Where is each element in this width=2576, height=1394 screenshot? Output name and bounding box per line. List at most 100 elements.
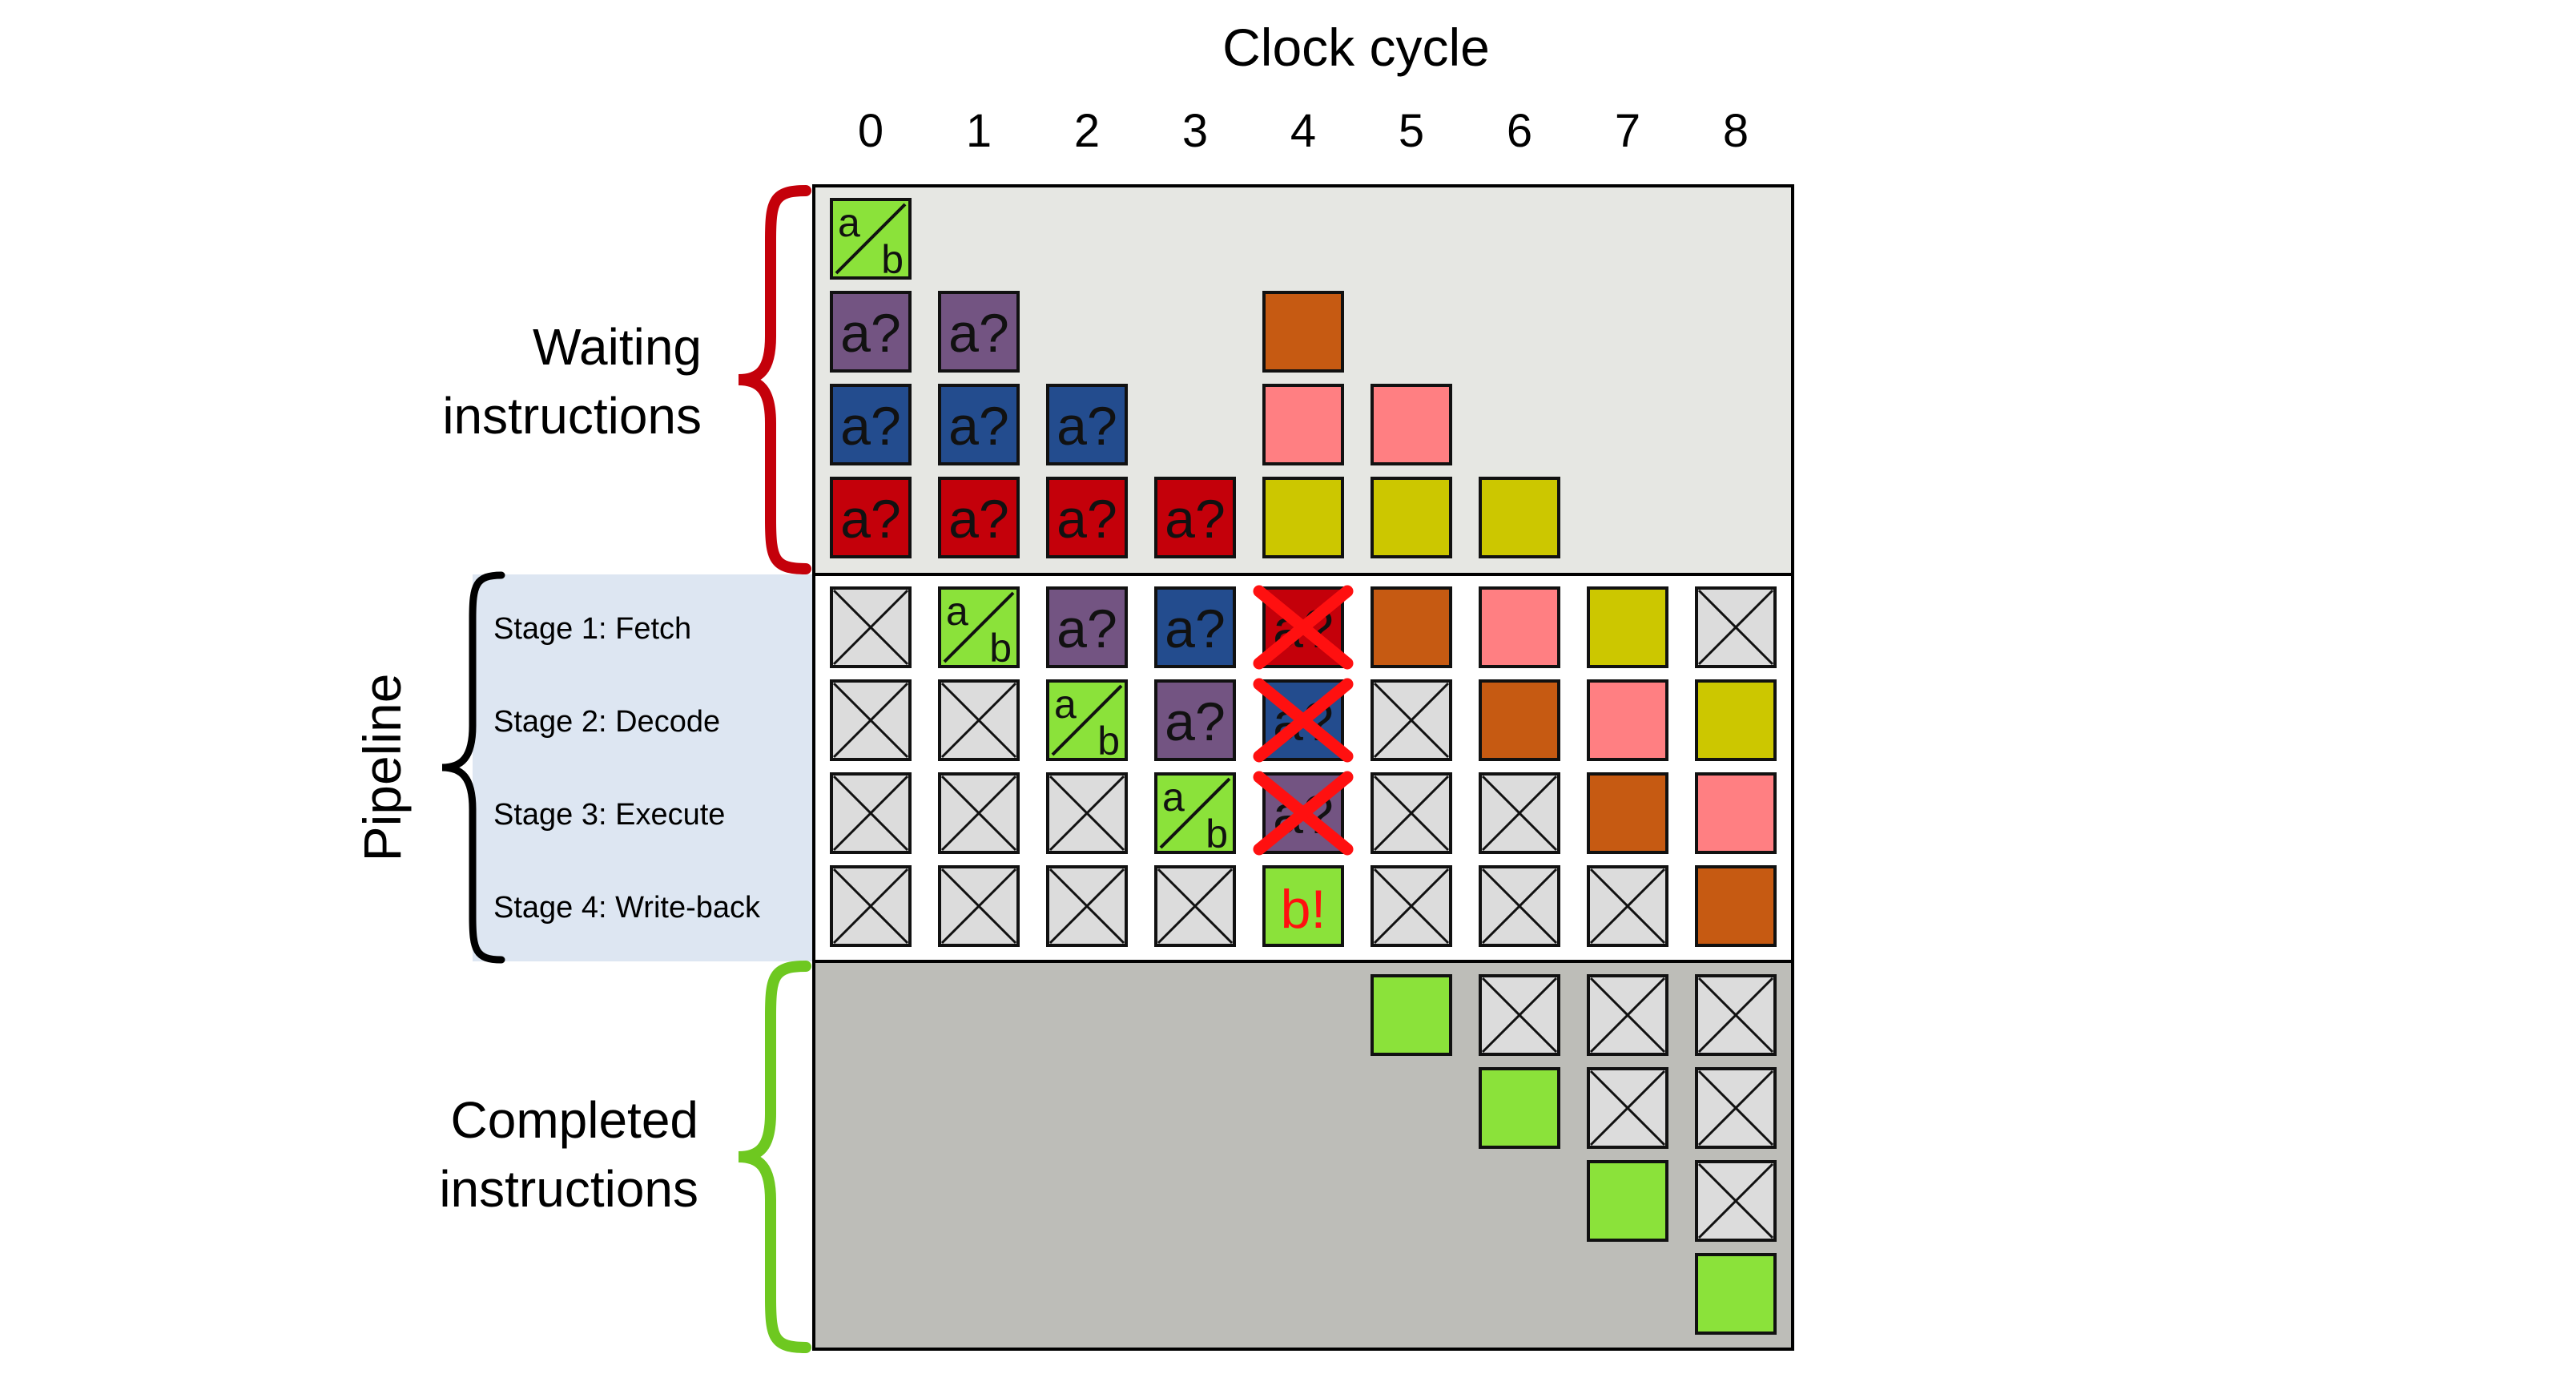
- instruction-cell: [1587, 586, 1668, 668]
- waiting-label-line2: instructions: [442, 387, 702, 445]
- cycle-number: 8: [1723, 105, 1749, 157]
- cell-box: [1695, 679, 1777, 761]
- empty-slot-mark: [1697, 589, 1774, 666]
- instruction-cell: [1695, 1067, 1777, 1149]
- instruction-cell: ab: [830, 198, 912, 282]
- cell-box: [1371, 586, 1452, 668]
- cell-text: a?: [1057, 489, 1117, 550]
- instruction-cell: [1046, 772, 1128, 854]
- cell-box: [1479, 586, 1560, 668]
- empty-slot-mark: [1481, 775, 1558, 852]
- instruction-cell: [1371, 865, 1452, 947]
- empty-slot-mark: [832, 589, 909, 666]
- empty-slot-mark: [832, 682, 909, 759]
- cell-box: [830, 384, 912, 465]
- empty-slot-mark: [1589, 868, 1666, 945]
- branch-label-b: b: [1205, 812, 1228, 856]
- instruction-cell: [1371, 477, 1452, 558]
- branch-label-a: a: [946, 589, 968, 634]
- cell-box: [1479, 679, 1560, 761]
- instruction-cell: ab: [1046, 679, 1128, 763]
- cell-box: [1371, 384, 1452, 465]
- cell-box: [1046, 477, 1128, 558]
- instruction-cell: a?: [1046, 586, 1128, 668]
- cell-box: [1371, 974, 1452, 1056]
- cell-box: [1587, 586, 1668, 668]
- pipeline-stage-panel: [473, 574, 814, 961]
- cell-text: a?: [948, 489, 1009, 550]
- empty-slot-mark: [1481, 977, 1558, 1054]
- instruction-cell: [1479, 865, 1560, 947]
- empty-slot-mark: [940, 868, 1017, 945]
- empty-slot-mark: [1049, 775, 1125, 852]
- instruction-cell: a?: [1046, 477, 1128, 558]
- branch-label-a: a: [1054, 682, 1077, 727]
- instruction-cell: [1479, 679, 1560, 761]
- instruction-cell: [1587, 772, 1668, 854]
- cell-box: [830, 291, 912, 373]
- instruction-cell: [1371, 679, 1452, 761]
- instruction-cell: [1479, 586, 1560, 668]
- instruction-cell: [1479, 477, 1560, 558]
- flush-mark: [1253, 585, 1354, 670]
- cell-box: [1046, 384, 1128, 465]
- branch-label-a: a: [1162, 775, 1185, 820]
- cell-box: [1262, 291, 1344, 373]
- instruction-cell: [1587, 974, 1668, 1056]
- stage-label: Stage 3: Execute: [493, 798, 725, 832]
- cell-box: [1262, 477, 1344, 558]
- instruction-cell: a?: [830, 384, 912, 465]
- instruction-cell: a?: [1046, 384, 1128, 465]
- resolved-text: b!: [1281, 879, 1326, 940]
- instruction-cell: [1371, 384, 1452, 465]
- instruction-cell: [1695, 772, 1777, 854]
- cycle-number: 4: [1290, 105, 1316, 157]
- instruction-cell: [1587, 1160, 1668, 1242]
- waiting-brace: [738, 185, 811, 574]
- cell-text: a?: [840, 303, 901, 364]
- cell-text: a?: [948, 396, 1009, 457]
- empty-slot-mark: [1373, 868, 1450, 945]
- pipeline-brace: [441, 571, 505, 964]
- empty-slot-mark: [940, 682, 1017, 759]
- cell-box: [1695, 865, 1777, 947]
- cell-text: a?: [840, 396, 901, 457]
- instruction-cell: [1046, 865, 1128, 947]
- cycle-number: 5: [1399, 105, 1424, 157]
- cell-box: [1262, 865, 1344, 947]
- cell-box: [1479, 477, 1560, 558]
- cell-box: [1154, 679, 1236, 761]
- cell-box: [938, 384, 1020, 465]
- branch-divider: [1051, 684, 1123, 756]
- stage-label: Stage 2: Decode: [493, 705, 720, 739]
- branch-divider: [1159, 777, 1231, 849]
- instruction-cell: [1587, 1067, 1668, 1149]
- empty-slot-mark: [1697, 1070, 1774, 1146]
- instruction-cell: [938, 772, 1020, 854]
- branch-label-a: a: [838, 200, 860, 245]
- instruction-cell: [1262, 384, 1344, 465]
- cell-text: a?: [1165, 598, 1226, 659]
- empty-slot-mark: [1373, 682, 1450, 759]
- instruction-cell: a?: [938, 477, 1020, 558]
- cell-box: [938, 477, 1020, 558]
- cell-text: a?: [1165, 489, 1226, 550]
- instruction-cell: [1695, 679, 1777, 761]
- chart-title: Clock cycle: [1222, 18, 1490, 77]
- instruction-cell: a?: [1154, 477, 1236, 558]
- empty-slot-mark: [1049, 868, 1125, 945]
- cell-text: a?: [1057, 396, 1117, 457]
- flush-mark: [1253, 771, 1354, 856]
- instruction-cell: a?: [1154, 679, 1236, 761]
- instruction-cell: ab: [938, 586, 1020, 671]
- branch-label-b: b: [1097, 719, 1120, 763]
- branch-label-b: b: [881, 237, 904, 282]
- instruction-cell: b!: [1262, 865, 1344, 947]
- cell-box: [1154, 586, 1236, 668]
- instruction-cell: [1371, 586, 1452, 668]
- instruction-cell: [830, 865, 912, 947]
- instruction-cell: [938, 679, 1020, 761]
- cycle-number: 6: [1507, 105, 1532, 157]
